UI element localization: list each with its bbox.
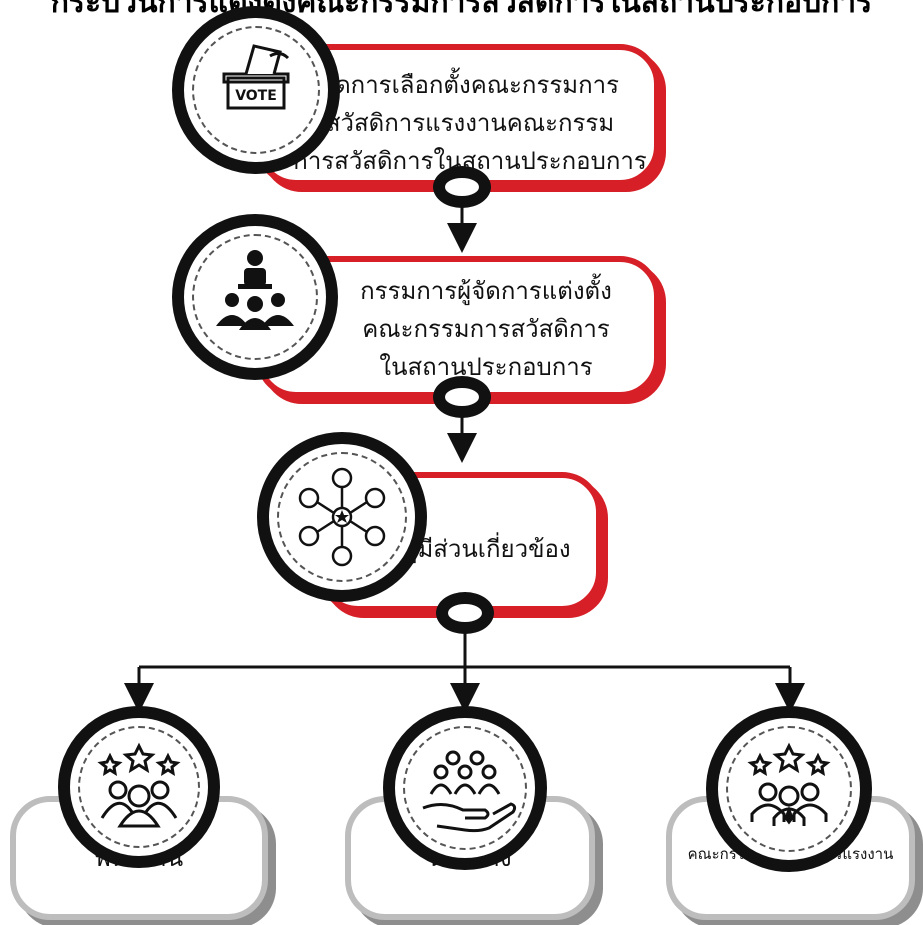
step-2-line-2: คณะกรรมการสวัสดิการ	[362, 315, 610, 343]
employees-stars-icon	[58, 706, 220, 868]
step-2-line-1: กรรมการผู้จัดการแต่งตั้ง	[360, 277, 612, 305]
stakeholder-network-icon	[257, 432, 427, 602]
step-1-text: จัดการเลือกตั้งคณะกรรมการ สวัสดิการแรงงา…	[285, 66, 655, 180]
step-1-connector-ring	[433, 166, 491, 208]
step-2-connector-ring	[433, 376, 491, 418]
step-3-text: ผู้มีส่วนเกี่ยวข้อง	[403, 535, 571, 563]
hand-holding-people-icon	[383, 706, 547, 870]
step-3-connector-ring	[436, 592, 494, 634]
committee-stars-icon	[706, 706, 872, 872]
step-1-line-2: สวัสดิการแรงงานคณะกรรม	[325, 109, 615, 137]
vote-label: VOTE	[235, 88, 277, 104]
speaker-podium-icon	[172, 214, 338, 380]
vote-box-icon: VOTE	[172, 6, 340, 174]
step-1-line-1: จัดการเลือกตั้งคณะกรรมการ	[321, 71, 619, 99]
step-2-line-3: ในสถานประกอบการ	[379, 353, 593, 381]
step-2-text: กรรมการผู้จัดการแต่งตั้ง คณะกรรมการสวัสด…	[336, 272, 636, 386]
